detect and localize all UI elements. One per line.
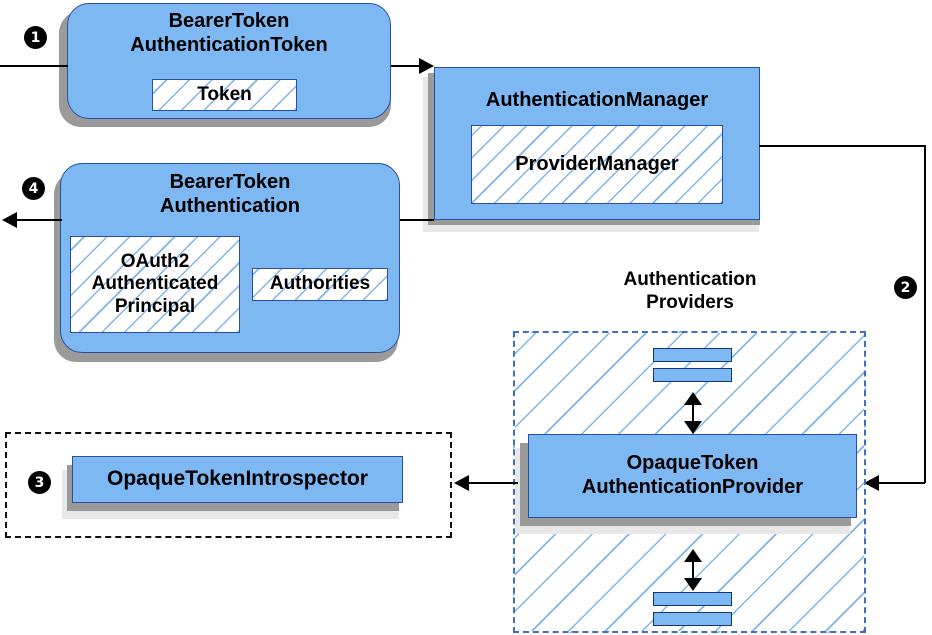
step2-top-line xyxy=(759,145,926,147)
token-label: Token xyxy=(197,83,252,105)
oauth2-authenticated-principal-box[interactable]: OAuth2 Authenticated Principal xyxy=(70,236,240,333)
token-box[interactable]: Token xyxy=(152,79,297,111)
step-marker-4: 4 xyxy=(22,177,45,200)
step1-incoming-line xyxy=(0,65,68,67)
step-marker-2: 2 xyxy=(894,276,917,299)
opaque-token-provider-line2: AuthenticationProvider xyxy=(581,476,804,498)
provider-top-arrow-down xyxy=(684,421,702,434)
authentication-manager-title: AuthenticationManager xyxy=(485,89,709,111)
bearer-token-authentication-token-box[interactable]: BearerToken AuthenticationToken xyxy=(67,3,391,119)
opaque-token-authentication-provider-box[interactable]: OpaqueToken AuthenticationProvider xyxy=(528,434,857,518)
provider-top-arrow-line xyxy=(692,398,694,428)
oauth2-principal-line2: Authenticated xyxy=(91,273,219,295)
auth-manager-to-bearer-auth-line xyxy=(400,219,434,221)
arrow-4-head xyxy=(2,212,17,228)
opaque-token-provider-line1: OpaqueToken xyxy=(626,452,759,475)
oauth2-principal-line3: Principal xyxy=(114,295,196,317)
provider-manager-box[interactable]: ProviderManager xyxy=(471,125,723,204)
provider-stub-bottom-bar-1 xyxy=(653,592,732,606)
step4-outgoing-line xyxy=(16,219,62,221)
arrow-3-head xyxy=(454,475,469,491)
arrow-1-head xyxy=(419,58,434,74)
arrow-1-line xyxy=(391,65,423,67)
step2-vertical-line xyxy=(924,145,926,483)
provider-stub-bottom-bar-2 xyxy=(653,612,732,626)
provider-bottom-arrow-down xyxy=(684,578,702,591)
authentication-providers-caption-line1: Authentication xyxy=(623,269,757,290)
bearer-token-authentication-title-line2: Authentication xyxy=(160,194,300,217)
oauth2-principal-line1: OAuth2 xyxy=(120,250,190,272)
provider-stub-top-bar-1 xyxy=(653,348,732,362)
authentication-providers-caption: Authentication Providers xyxy=(565,269,815,315)
arrow-2-head xyxy=(864,475,879,491)
step2-bottom-line xyxy=(878,482,925,484)
provider-stub-top-bar-2 xyxy=(653,368,732,382)
provider-bottom-arrow-line xyxy=(692,555,694,585)
arrow-3-line xyxy=(468,482,518,484)
authorities-box[interactable]: Authorities xyxy=(252,268,388,301)
step-marker-1: 1 xyxy=(24,26,47,49)
provider-manager-label: ProviderManager xyxy=(515,152,679,175)
opaque-token-introspector-label: OpaqueTokenIntrospector xyxy=(107,467,368,491)
bearer-token-authentication-token-title-line1: BearerToken xyxy=(168,10,290,32)
bearer-token-authentication-token-title-line2: AuthenticationToken xyxy=(130,33,328,56)
bearer-token-authentication-title-line1: BearerToken xyxy=(169,171,291,193)
authentication-providers-caption-line2: Providers xyxy=(646,291,734,313)
step-marker-3: 3 xyxy=(28,471,51,494)
opaque-token-introspector-box[interactable]: OpaqueTokenIntrospector xyxy=(72,456,403,503)
authorities-label: Authorities xyxy=(269,273,371,295)
